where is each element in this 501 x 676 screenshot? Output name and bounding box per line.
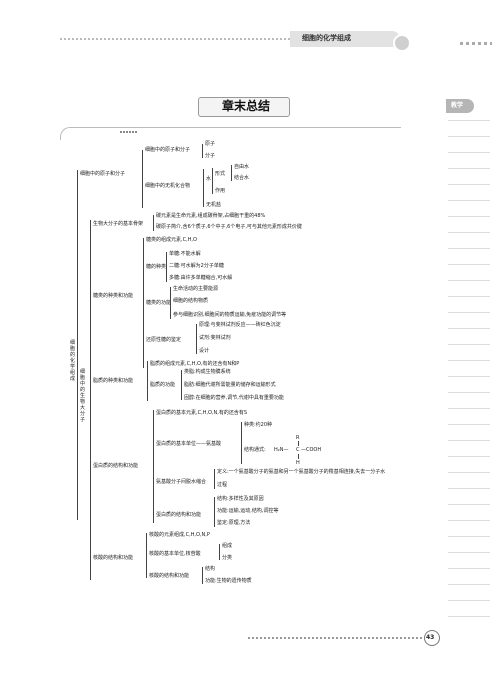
lipid-func: 类脂:构成生物膜系统 [184,369,231,375]
b1-function: 作用 [215,188,226,194]
page-number-circle [424,630,440,646]
skeleton-item: 碳原子简介,含6个质子,6个中子,6个电子,可与其他元素形成共价键 [156,224,302,230]
side-tab [446,99,474,113]
header-circle [393,34,411,52]
nucleic-unit-label: 核酸的基本单位,核苷酸 [149,551,201,557]
sugar-test: 试剂:斐林试剂 [199,335,231,341]
b2-label: 细胞中的生物大分子 [80,369,86,423]
b1-forms-label: 形式 [215,171,226,177]
sugar-func-label: 糖类的功能 [146,300,172,306]
protein-formula-label: 结构通式: [244,447,266,453]
sugar-elements: 糖类的组成元素,C,H,O [146,237,197,243]
lipid-func: 固醇:在细胞的营养,调节,代谢中具有重要功能 [184,395,284,401]
sugar-kind: 多糖:由许多单糖缩合,可水解 [169,275,233,281]
protein-structure-label: 蛋白质的结构和功能 [156,512,202,518]
b1-atoms-item: 原子 [205,141,216,147]
root-label: 细胞的化学组成 [70,340,76,382]
lipid-func-label: 脂质的功能 [150,382,176,388]
sugar-test-label: 还原性糖的鉴定 [146,337,182,343]
title-swoosh [60,127,401,140]
protein-elements: 蛋白质的基本元素,C,H,O,N,有的还含有S [156,410,248,416]
protein-structure: 结构:多样性及其原因 [217,496,264,502]
protein-label: 蛋白质的结构和功能 [93,463,139,469]
nucleic-sf-label: 核酸的结构和功能 [149,573,190,579]
b1-inorganic-label: 细胞中的无机化合物 [145,183,191,189]
b1-salt: 无机盐 [206,202,222,208]
chapter-title: 细胞的化学组成 [302,34,351,42]
sugar-kind: 单糖:不能水解 [169,251,201,257]
skeleton-label: 生物大分子的基本骨架 [93,221,144,227]
sugar-test: 设计 [199,348,210,354]
lipid-elements: 脂质的组成元素,C,H,O,有的还含有N和P [150,361,240,367]
header-dots-right [460,42,492,45]
protein-condense-label: 氨基酸分子间脱水缩合 [156,479,207,485]
sugar-label: 糖类的种类和功能 [93,293,134,299]
nucleic-sf-item: 功能:生物的遗传物质 [205,578,252,584]
formula-c: C [296,447,300,453]
nucleic-unit-item: 分类 [222,555,233,561]
formula-h: H [296,460,300,466]
header-dots-left [60,38,290,40]
lipid-func: 脂肪:细胞代谢所需能量的储存和运输形式 [184,382,276,388]
protein-unit-label: 蛋白质的基本单位——氨基酸 [156,441,222,447]
header-bar [290,31,400,47]
protein-condense: 定义:一个氨基酸分子的氨基和另一个氨基酸分子的羧基相连接,失去一分子水 [217,469,386,475]
protein-structure: 功能:运输,运动,结构,调控等 [217,508,279,514]
sugar-func: 生命活动的主要能源 [173,286,219,292]
nucleic-unit-item: 组成 [222,543,233,549]
sugar-func: 参与细胞识别,细胞间的物质运输,免疫功能的调节等 [173,312,287,318]
sugar-func: 细胞的结构物质 [173,298,209,304]
page-number: 43 [426,634,435,641]
sugar-kind: 二糖:可水解为2分子单糖 [169,263,224,269]
nucleic-elements: 核酸的元素组成,C,H,O,N,P [149,532,210,538]
title-box [198,97,290,117]
b1-forms-item: 结合水 [234,175,250,181]
page-title: 章末总结 [222,99,271,113]
b1-atoms-label: 细胞中的原子和分子 [145,147,191,153]
sugar-kinds-label: 糖的种类 [146,264,167,270]
lipid-label: 脂质的种类和功能 [93,378,134,384]
formula-left: H₂N— [274,447,289,453]
formula-right: —COOH [301,447,322,453]
b2-bracket [90,220,91,580]
side-tab-label: 教学 [451,102,464,109]
protein-kinds: 种类:约20种 [244,422,273,428]
b1-forms-item: 自由水 [234,164,250,170]
b1-atoms-item: 分子 [205,153,216,159]
sugar-test: 原理:与斐林试剂反应——砖红色沉淀 [199,322,281,328]
nucleic-sf-item: 结构 [205,566,216,572]
protein-condense: 过程 [217,482,228,488]
formula-r: R [296,435,300,441]
b1-label: 细胞中的原子和分子 [80,171,126,177]
protein-structure: 鉴定:原理,方法 [217,520,251,526]
footer-dots [248,637,423,639]
b1-water: 水 [206,176,212,182]
root-bracket [77,170,78,520]
nucleic-label: 核酸的结构和功能 [93,555,134,561]
skeleton-item: 碳元素是生命元素,组成碳骨架,占细胞干重的48% [156,213,266,219]
title-dots [120,131,138,133]
